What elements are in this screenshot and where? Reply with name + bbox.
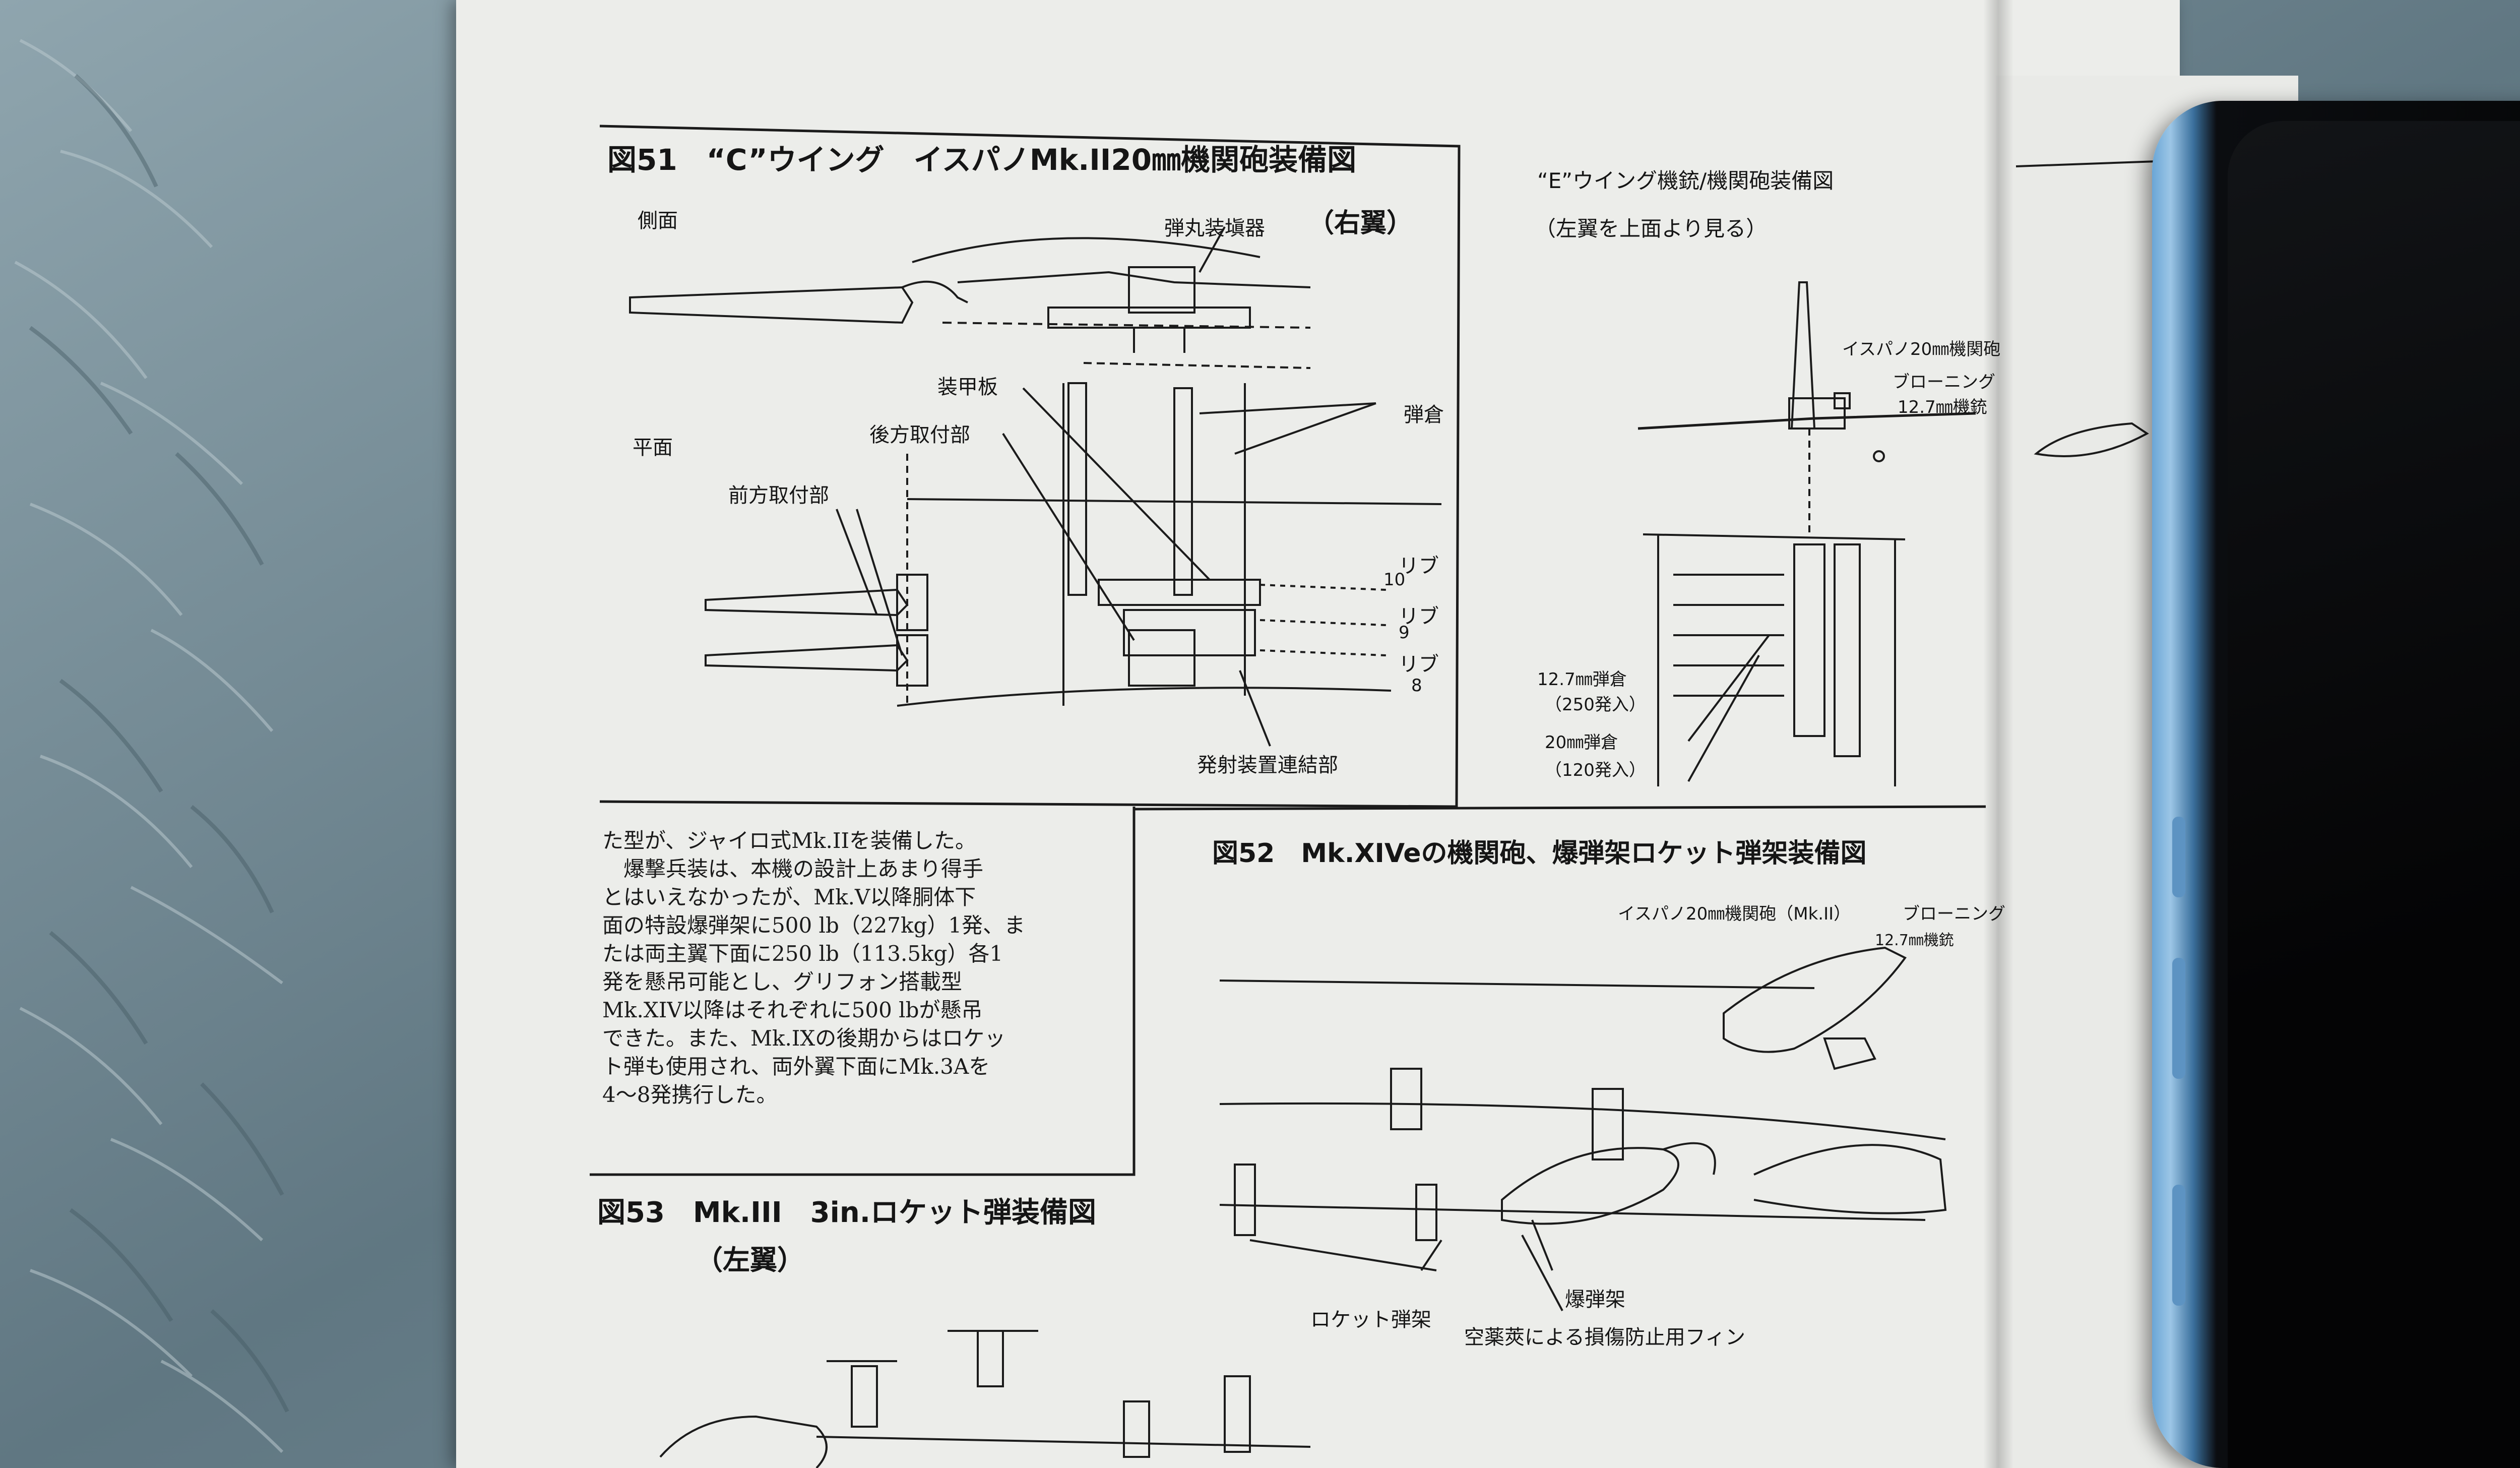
- body-line: 発を懸吊可能とし、グリフォン搭載型: [602, 969, 963, 994]
- plan-view-label: 平面: [633, 436, 673, 459]
- rib-label-2: リブ: [1399, 605, 1439, 628]
- body-line: 面の特設爆弾架に500 lb（227kg）1発、ま: [602, 913, 1026, 938]
- phone-volume-button: [2172, 958, 2185, 1079]
- fig-e-browning-label: ブローニング: [1893, 372, 1995, 392]
- side-view-label: 側面: [638, 209, 678, 232]
- fig-e-drawing: [1637, 281, 2149, 786]
- fig52-drawing: [1219, 946, 1947, 1311]
- fig-e-mag20-label: 20㎜弾倉: [1545, 732, 1618, 753]
- bomb-rack-label: 爆弾架: [1565, 1288, 1625, 1311]
- rear-mount-label: 後方取付部: [869, 423, 970, 447]
- fig53-drawing: [659, 1330, 1311, 1468]
- fig-e-cannon-label: イスパノ20㎜機関砲: [1842, 339, 2001, 359]
- phone-side-button: [2172, 817, 2185, 897]
- body-line: 4～8発携行した。: [602, 1082, 778, 1107]
- magazine-label: 弾倉: [1404, 403, 1444, 426]
- book-page-left: [456, 0, 2180, 1468]
- body-line: 爆撃兵装は、本機の設計上あまり得手: [602, 857, 984, 881]
- body-line: ト弾も使用され、両外翼下面にMk.3Aを: [602, 1054, 990, 1079]
- fig53-title: 図53 Mk.III 3in.ロケット弾装備図: [597, 1196, 1096, 1229]
- right-wing-label: （右翼）: [1308, 208, 1413, 238]
- armor-plate-label: 装甲板: [937, 376, 998, 399]
- fig51-frame: [599, 125, 1461, 808]
- body-line: とはいえなかったが、Mk.V以降胴体下: [602, 885, 976, 909]
- firing-link-label: 発射装置連結部: [1197, 754, 1338, 777]
- fig52-title: 図52 Mk.XIVeの機関砲、爆弾架ロケット弾架装備図: [1212, 838, 1867, 869]
- fig52-cannon-label: イスパノ20㎜機関砲（Mk.II）: [1618, 904, 1851, 924]
- fig-e-subtitle: （左翼を上面より見る）: [1535, 216, 1768, 241]
- body-line: できた。また、Mk.IXの後期からはロケッ: [602, 1026, 1006, 1051]
- body-paragraph: た型が、ジャイロ式Mk.IIを装備した。 爆撃兵装は、本機の設計上あまり得手 と…: [602, 827, 1025, 1109]
- phone-volume-button: [2172, 1185, 2185, 1306]
- phone-screen: [2228, 121, 2520, 1468]
- rib-label-1: リブ: [1399, 555, 1439, 578]
- fig52-browning-label: ブローニング: [1903, 904, 2005, 924]
- fig51-plan-view: [705, 362, 1442, 707]
- body-line: た型が、ジャイロ式Mk.IIを装備した。: [602, 828, 977, 853]
- fig-e-mag20-capacity: （120発入）: [1545, 760, 1646, 780]
- fig53-subtitle: （左翼）: [696, 1244, 804, 1276]
- body-line: たは両主翼下面に250 lb（113.5kg）各1: [602, 941, 1003, 966]
- book-gutter: [1983, 0, 2013, 1468]
- fig51-title: 図51 “C”ウイング イスパノMk.II20㎜機関砲装備図: [607, 143, 1357, 177]
- front-mount-label: 前方取付部: [728, 484, 829, 507]
- fig-e-mg127-label: 12.7㎜機銃: [1898, 397, 1987, 417]
- rib-label-3: リブ: [1399, 653, 1439, 676]
- fig-e-mag127-capacity: （250発入）: [1545, 695, 1646, 715]
- rib-10-label: 10: [1383, 570, 1406, 590]
- fin-label: 空薬莢による損傷防止用フィン: [1464, 1326, 1745, 1349]
- body-line: Mk.XIV以降はそれぞれに500 lbが懸吊: [602, 998, 983, 1022]
- fig-e-title: “E”ウイング機銃/機関砲装備図: [1537, 168, 1834, 193]
- rib-8-label: 8: [1411, 676, 1422, 696]
- fig52-mg127-label: 12.7㎜機銃: [1875, 932, 1954, 949]
- fig51-side-view: [629, 237, 1311, 353]
- rib-9-label: 9: [1399, 623, 1410, 643]
- fig-e-mag127-label: 12.7㎜弾倉: [1537, 669, 1627, 690]
- rocket-rack-label: ロケット弾架: [1310, 1308, 1431, 1331]
- ammo-loader-label: 弾丸装塡器: [1164, 217, 1265, 240]
